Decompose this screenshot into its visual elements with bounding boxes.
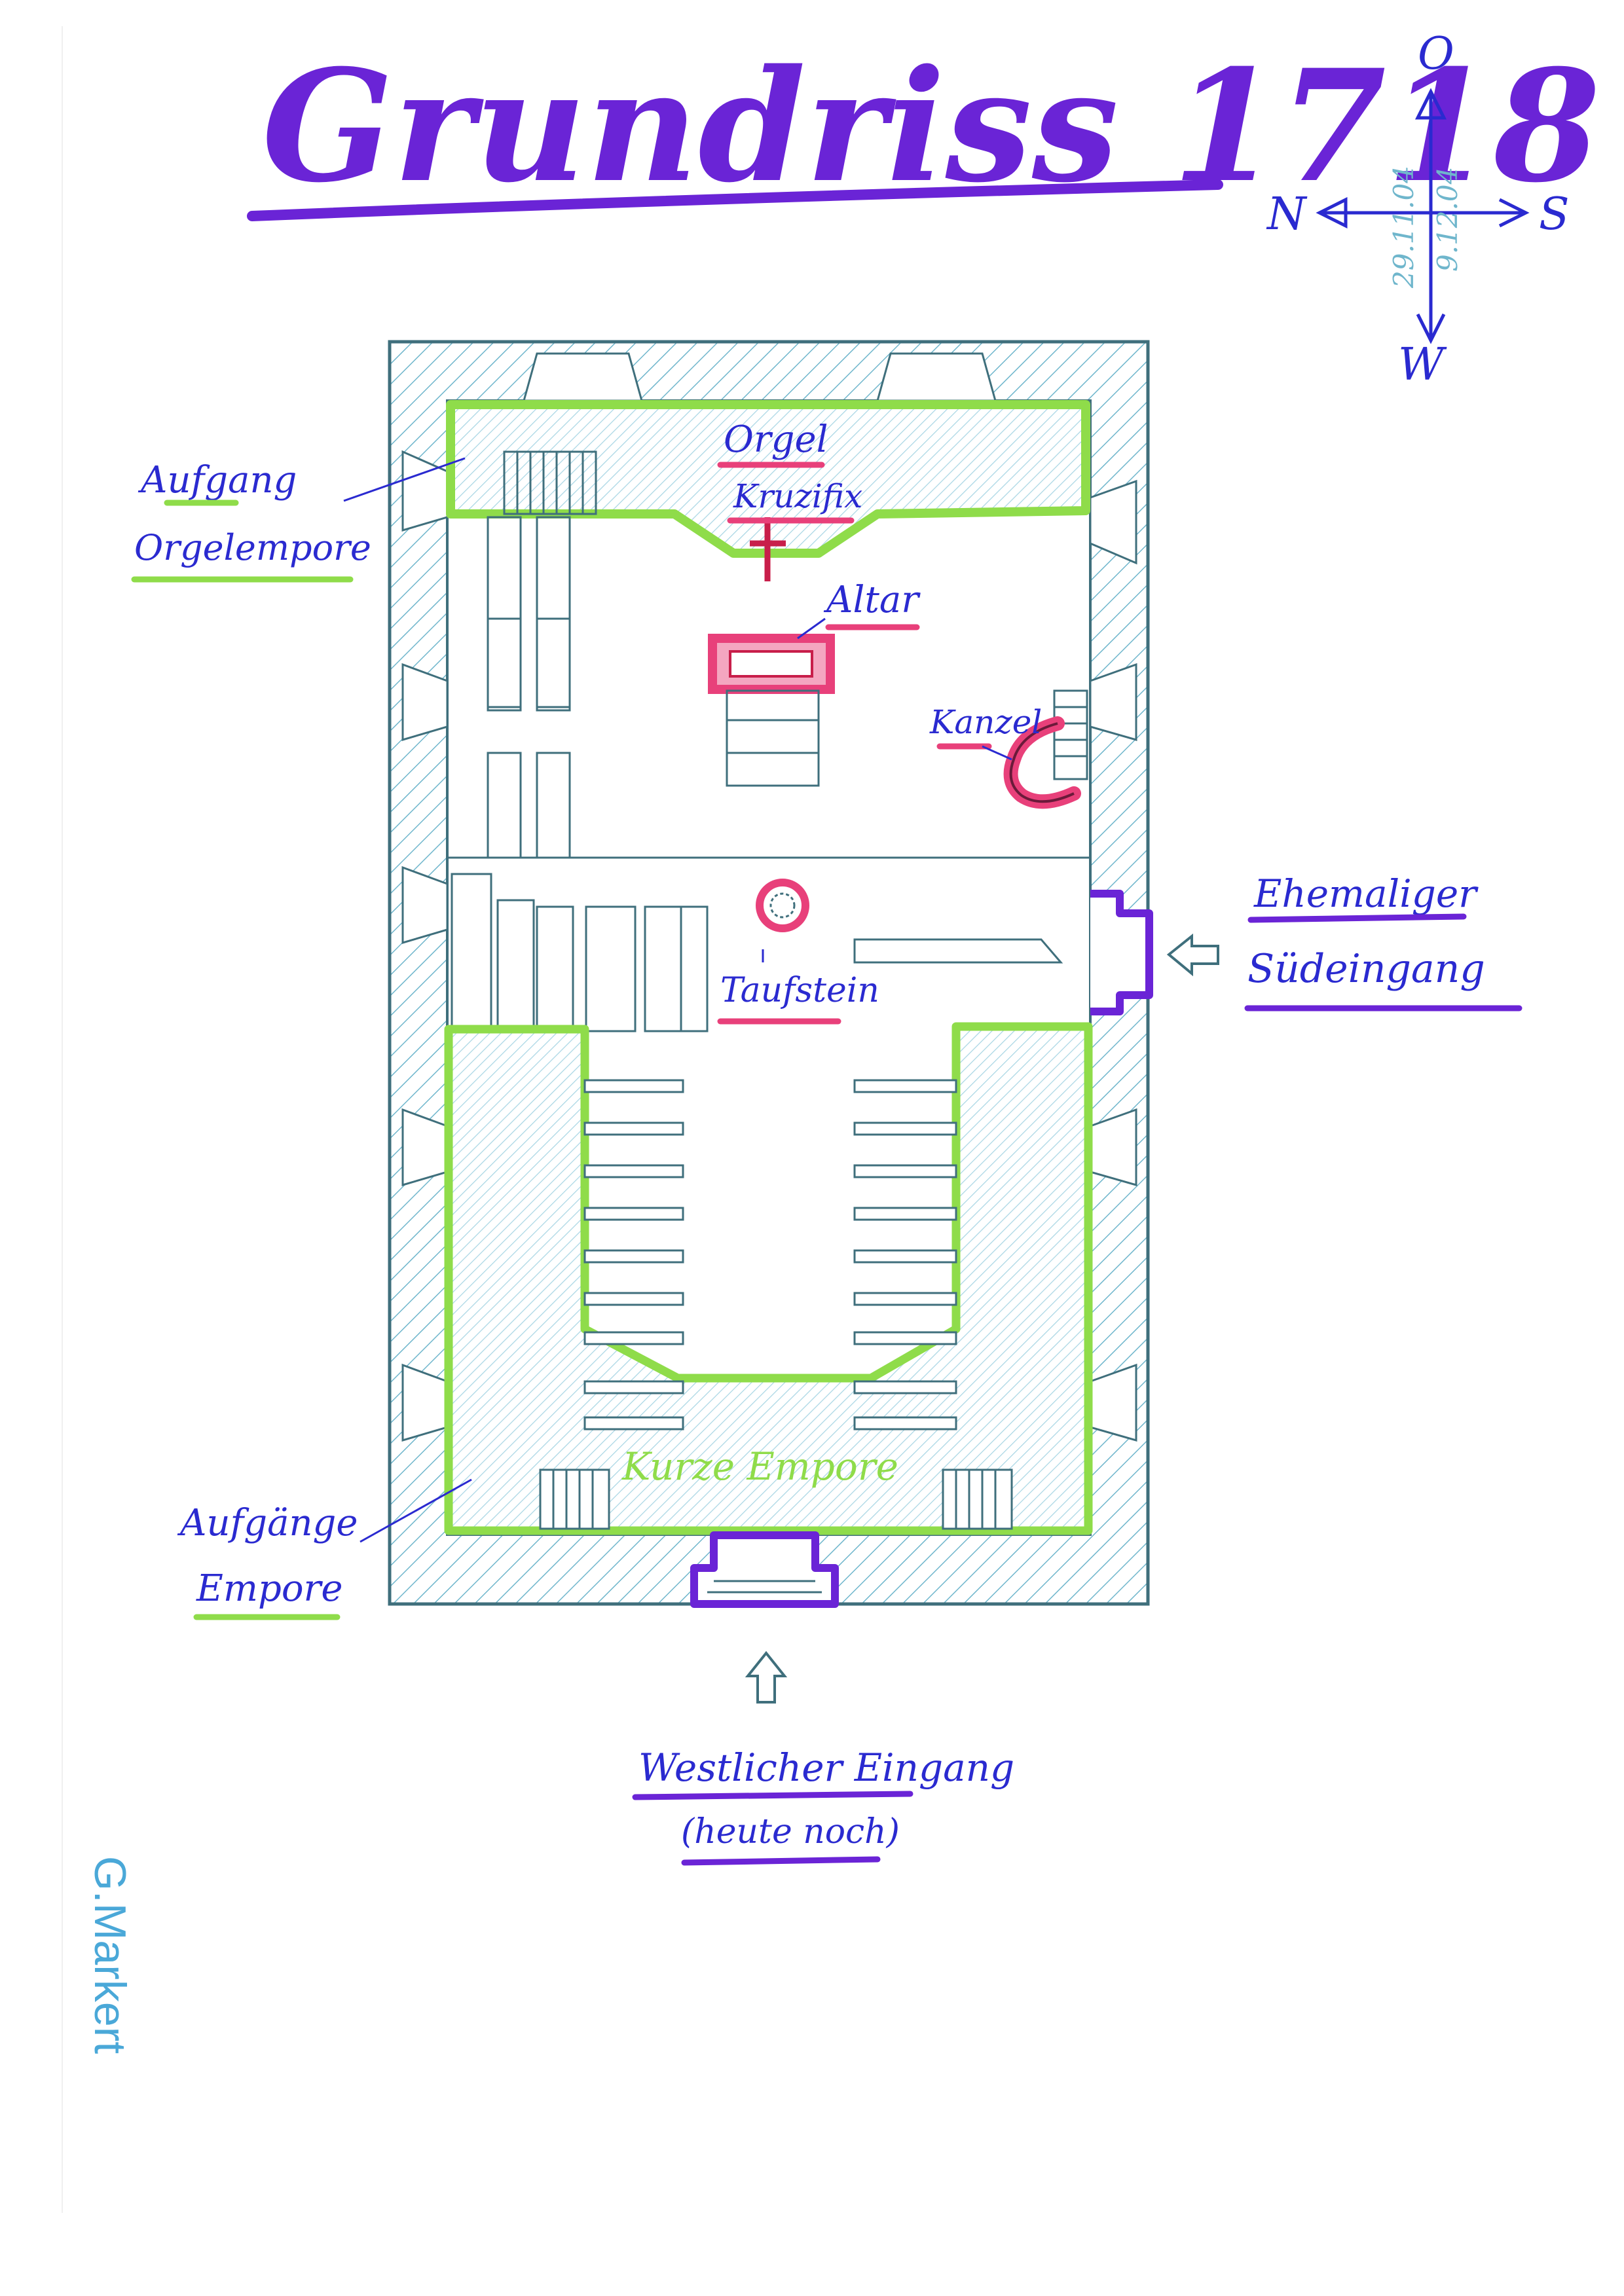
title-group: Grundriss 1718 bbox=[247, 36, 1600, 221]
arrow-left-south-icon bbox=[1166, 933, 1219, 977]
label-kruzifix: Kruzifix bbox=[733, 477, 862, 515]
arrow-down-icon bbox=[1416, 313, 1446, 344]
altar-steps bbox=[726, 689, 820, 787]
underline-heute bbox=[681, 1856, 881, 1866]
compass-rose: O N S W 29.11.04 9.12.04 bbox=[1266, 28, 1570, 391]
compass-date-1: 29.11.04 bbox=[1388, 166, 1420, 289]
gallery-rows-left bbox=[583, 1079, 684, 1430]
compass-east: O bbox=[1418, 28, 1454, 80]
label-aufgang-line1: Aufgang bbox=[138, 459, 297, 501]
former-south-entrance bbox=[1090, 890, 1153, 1015]
organ-stairs bbox=[503, 450, 597, 515]
pulpit-outline bbox=[1009, 722, 1075, 803]
label-sued-line1: Ehemaliger bbox=[1253, 871, 1479, 916]
underline-west bbox=[632, 1791, 913, 1800]
leader-altar bbox=[797, 617, 826, 640]
gallery-rows-right bbox=[853, 1079, 957, 1430]
gallery-stairs-left bbox=[539, 1468, 610, 1530]
label-empore: Kurze Empore bbox=[621, 1444, 898, 1489]
gallery-stairs-right bbox=[942, 1468, 1013, 1530]
nave-pews-left bbox=[451, 873, 709, 1032]
label-aufgaenge-line1: Aufgänge bbox=[177, 1502, 358, 1544]
compass-west: W bbox=[1398, 339, 1447, 391]
arrow-left-icon bbox=[1316, 196, 1348, 229]
label-west-line2: (heute noch) bbox=[681, 1812, 900, 1851]
label-orgel: Orgel bbox=[724, 418, 828, 461]
arrow-up-icon bbox=[1414, 88, 1447, 120]
signature: G.Markert bbox=[85, 1856, 135, 2054]
arrow-right-icon bbox=[1498, 198, 1530, 228]
label-altar: Altar bbox=[823, 579, 921, 621]
compass-date-2: 9.12.04 bbox=[1431, 167, 1464, 272]
label-kanzel: Kanzel bbox=[929, 703, 1042, 741]
west-entrance bbox=[690, 1531, 839, 1608]
label-aufgang-line2: Orgelempore bbox=[134, 527, 371, 568]
window-niches bbox=[401, 352, 1137, 1442]
label-west-line1: Westlicher Eingang bbox=[638, 1745, 1014, 1790]
baptismal-font-inner bbox=[769, 892, 796, 919]
leader-kanzel bbox=[982, 745, 1012, 761]
title-underline bbox=[247, 179, 1223, 221]
crucifix-icon bbox=[750, 517, 786, 581]
pulpit-stairs bbox=[1053, 689, 1088, 780]
west-entrance-steps bbox=[707, 1580, 822, 1594]
compass-south: S bbox=[1539, 189, 1570, 240]
altar-inner bbox=[729, 650, 813, 678]
nave-bench-right bbox=[853, 938, 1063, 964]
page-title: Grundriss 1718 bbox=[262, 36, 1600, 217]
baptismal-font bbox=[756, 879, 809, 932]
arrow-up-west-icon bbox=[745, 1650, 788, 1704]
label-aufgaenge-line2: Empore bbox=[196, 1567, 342, 1610]
short-gallery bbox=[444, 1022, 1093, 1535]
choir-pews bbox=[447, 516, 1090, 859]
leader-aufgang bbox=[343, 457, 466, 502]
compass-north: N bbox=[1266, 189, 1308, 240]
church-building bbox=[388, 340, 1153, 1608]
label-sued-line2: Südeingang bbox=[1247, 946, 1485, 992]
underline-sued-1 bbox=[1247, 913, 1467, 923]
leader-aufgaenge bbox=[360, 1478, 472, 1543]
label-taufstein: Taufstein bbox=[720, 971, 879, 1010]
